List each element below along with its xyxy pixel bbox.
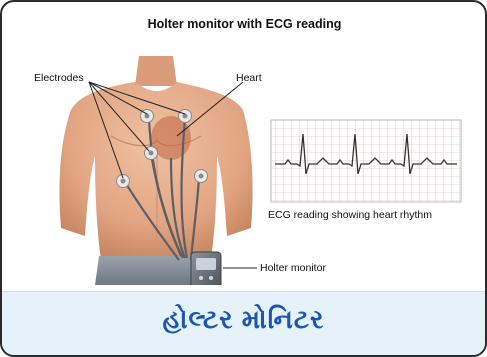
torso-figure: [59, 56, 252, 285]
electrode-pad: [117, 175, 130, 188]
footer-caption: હોલ્ટર મોનિટર: [2, 304, 485, 336]
holter-illustration: [11, 8, 478, 285]
diagram-panel: Holter monitor with ECG reading Electrod…: [11, 8, 478, 285]
holter-device: [191, 252, 221, 285]
electrode-pad: [195, 170, 208, 183]
electrodes-label: Electrodes: [34, 72, 84, 84]
ecg-caption: ECG reading showing heart rhythm: [268, 209, 432, 221]
electrode-pad: [179, 110, 192, 123]
holter-monitor-label: Holter monitor: [260, 262, 326, 274]
diagram-title: Holter monitor with ECG reading: [11, 17, 478, 31]
heart-label: Heart: [236, 72, 262, 84]
ecg-strip: [271, 120, 461, 202]
